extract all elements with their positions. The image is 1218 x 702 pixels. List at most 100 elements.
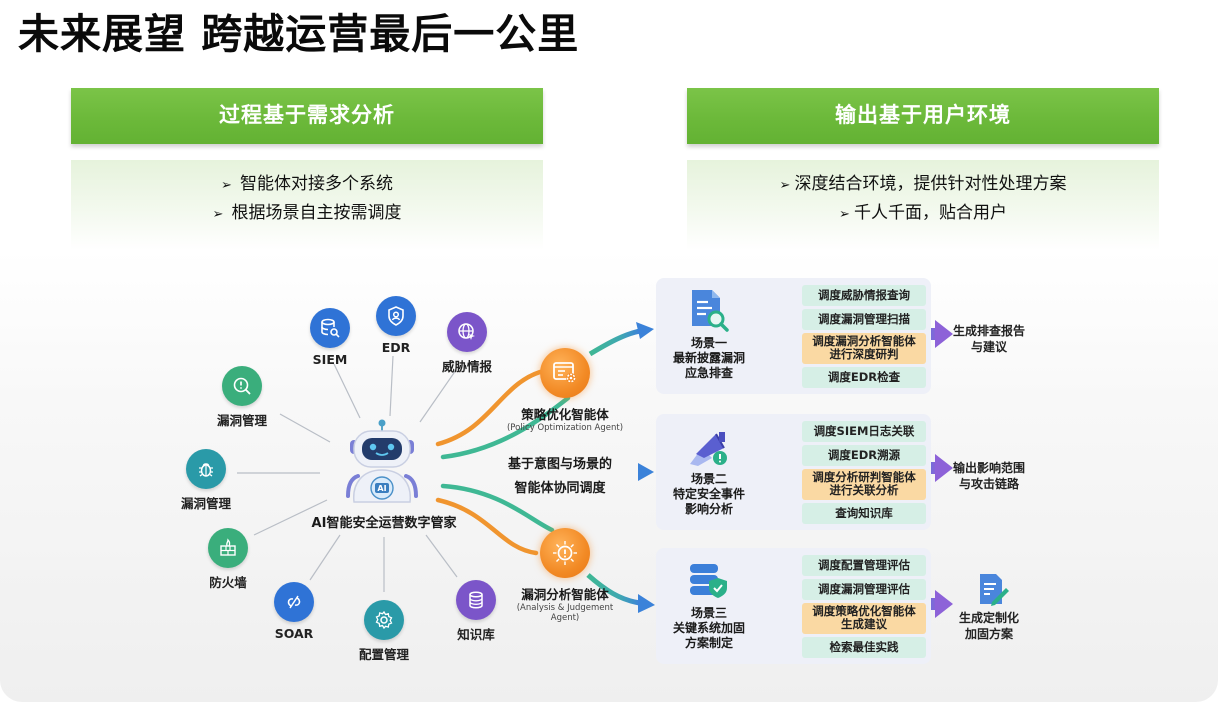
output-scene-2: 输出影响范围与攻击链路 xyxy=(952,461,1025,491)
left-panel-header: 过程基于需求分析 xyxy=(71,88,543,144)
scene-card-3[interactable]: 场景三关键系统加固方案制定 调度配置管理评估 调度漏洞管理评估 调度策略优化智能… xyxy=(656,548,931,664)
scene-action-highlight[interactable]: 调度分析研判智能体进行关联分析 xyxy=(802,469,926,500)
system-node-knowledge-base[interactable]: 知识库 xyxy=(444,580,508,643)
scene-action[interactable]: 调度漏洞管理扫描 xyxy=(802,309,926,330)
bullet-item: ➢深度结合环境，提供针对性处理方案 xyxy=(687,170,1159,199)
system-node-vuln-mgmt-1[interactable]: 漏洞管理 xyxy=(210,366,274,429)
magnifier-alert-icon xyxy=(222,366,262,406)
scene-action[interactable]: 调度EDR检查 xyxy=(802,367,926,388)
left-panel-bullets: ➢ 智能体对接多个系统 ➢ 根据场景自主按需调度 xyxy=(71,160,543,250)
scene-action[interactable]: 查询知识库 xyxy=(802,503,926,524)
agent-title: 漏洞分析智能体 xyxy=(521,587,609,602)
system-node-config-mgmt[interactable]: 配置管理 xyxy=(350,600,418,663)
scene-action[interactable]: 调度配置管理评估 xyxy=(802,555,926,576)
scene-card-2[interactable]: 场景二特定安全事件影响分析 调度SIEM日志关联 调度EDR溯源 调度分析研判智… xyxy=(656,414,931,530)
agent-subtitle: Agent) xyxy=(550,613,580,623)
system-node-firewall[interactable]: 防火墙 xyxy=(196,528,260,591)
system-label: 知识库 xyxy=(457,627,495,642)
arrowhead-scene-1 xyxy=(636,322,654,339)
output-arrow-3 xyxy=(935,590,953,618)
spoke-siem xyxy=(333,363,361,419)
right-panel-header: 输出基于用户环境 xyxy=(687,88,1159,144)
robot-icon: AI xyxy=(346,419,418,503)
document-search-icon xyxy=(686,288,730,332)
firewall-icon xyxy=(208,528,248,568)
hub-robot[interactable]: AI xyxy=(340,418,424,504)
scene-name: 场景一最新披露漏洞应急排查 xyxy=(672,336,745,380)
bullet-item: ➢ 智能体对接多个系统 xyxy=(71,170,543,199)
arrowhead-scene-2 xyxy=(638,463,654,481)
center-label-line-2: 智能体协同调度 xyxy=(514,481,606,496)
spoke-soar xyxy=(309,534,341,581)
document-edit-icon xyxy=(976,572,1010,606)
system-label: SIEM xyxy=(312,352,348,367)
system-label: 防火墙 xyxy=(209,575,247,590)
output-arrow-1 xyxy=(935,320,953,348)
scene-action-highlight[interactable]: 调度策略优化智能体生成建议 xyxy=(802,603,926,634)
scene-action[interactable]: 调度威胁情报查询 xyxy=(802,285,926,306)
megaphone-alert-icon xyxy=(686,424,730,468)
scene-card-1[interactable]: 场景一最新披露漏洞应急排查 调度威胁情报查询 调度漏洞管理扫描 调度漏洞分析智能… xyxy=(656,278,931,394)
system-label: 配置管理 xyxy=(358,647,409,662)
link-icon xyxy=(274,582,314,622)
globe-cursor-icon xyxy=(447,312,487,352)
system-label: SOAR xyxy=(274,626,314,641)
output-scene-1: 生成排查报告与建议 xyxy=(952,324,1025,354)
output-arrow-2 xyxy=(935,454,953,482)
scene-action-highlight[interactable]: 调度漏洞分析智能体进行深度研判 xyxy=(802,333,926,364)
scene-action[interactable]: 检索最佳实践 xyxy=(802,637,926,658)
spoke-edr xyxy=(389,355,394,417)
scene-action[interactable]: 调度SIEM日志关联 xyxy=(802,421,926,442)
scene-name: 场景二特定安全事件影响分析 xyxy=(672,472,745,516)
database-search-icon xyxy=(310,308,350,348)
database-icon xyxy=(456,580,496,620)
flow-hub-teal-upper xyxy=(440,395,571,460)
system-node-threat-intel[interactable]: 威胁情报 xyxy=(432,312,502,375)
right-panel-bullets: ➢深度结合环境，提供针对性处理方案 ➢千人千面，贴合用户 xyxy=(687,160,1159,250)
flow-hub-to-vuln-agent xyxy=(435,497,539,556)
agent-policy-optimization[interactable]: 策略优化智能体 (Policy Optimization Agent) xyxy=(490,348,640,433)
bullet-arrow-icon: ➢ xyxy=(212,207,224,222)
gear-icon xyxy=(364,600,404,640)
bullet-text: 智能体对接多个系统 xyxy=(239,174,393,194)
scene-action-list: 调度配置管理评估 调度漏洞管理评估 调度策略优化智能体生成建议 检索最佳实践 xyxy=(802,555,926,661)
bullet-arrow-icon: ➢ xyxy=(221,178,232,193)
spoke-threat-intel xyxy=(419,369,457,423)
bug-icon xyxy=(186,449,226,489)
spoke-vuln-1 xyxy=(279,413,331,443)
scene-action[interactable]: 调度EDR溯源 xyxy=(802,445,926,466)
system-label: 漏洞管理 xyxy=(180,496,231,511)
agent-title: 策略优化智能体 xyxy=(521,407,609,422)
system-node-edr[interactable]: EDR xyxy=(366,296,426,355)
system-node-siem[interactable]: SIEM xyxy=(300,308,360,367)
shield-user-icon xyxy=(376,296,416,336)
bullet-arrow-icon: ➢ xyxy=(839,207,850,222)
system-node-soar[interactable]: SOAR xyxy=(264,582,324,641)
system-node-vuln-mgmt-2[interactable]: 漏洞管理 xyxy=(174,449,238,512)
robot-ai-badge: AI xyxy=(377,484,386,493)
spoke-knowledge xyxy=(425,534,458,578)
system-label: 漏洞管理 xyxy=(216,413,267,428)
agent-subtitle: (Analysis & Judgement xyxy=(516,603,614,613)
system-label: EDR xyxy=(381,340,411,355)
bullet-arrow-icon: ➢ xyxy=(779,178,791,193)
flow-hub-teal-lower xyxy=(440,483,555,533)
scene-action[interactable]: 调度漏洞管理评估 xyxy=(802,579,926,600)
spoke-firewall xyxy=(253,499,328,536)
page-title: 未来展望 跨越运营最后一公里 xyxy=(18,10,580,58)
flow-policy-to-scene-1 xyxy=(588,328,641,357)
flow-hub-to-policy-agent xyxy=(435,369,543,447)
system-spokes xyxy=(237,355,458,592)
bullet-text: 深度结合环境，提供针对性处理方案 xyxy=(794,174,1067,194)
bullet-text: 千人千面，贴合用户 xyxy=(853,203,1007,223)
flow-vuln-to-scene-3 xyxy=(586,573,641,606)
system-label: 威胁情报 xyxy=(441,359,492,374)
scene-action-list: 调度SIEM日志关联 调度EDR溯源 调度分析研判智能体进行关联分析 查询知识库 xyxy=(802,421,926,527)
arrowhead-scene-3 xyxy=(638,594,655,613)
alert-burst-icon xyxy=(540,528,590,578)
bullet-text: 根据场景自主按需调度 xyxy=(231,203,402,223)
agent-subtitle: (Policy Optimization Agent) xyxy=(506,423,624,433)
agent-vuln-analysis[interactable]: 漏洞分析智能体 (Analysis & Judgement Agent) xyxy=(490,528,640,623)
bullet-item: ➢千人千面，贴合用户 xyxy=(687,199,1159,228)
scene-name: 场景三关键系统加固方案制定 xyxy=(672,606,745,650)
